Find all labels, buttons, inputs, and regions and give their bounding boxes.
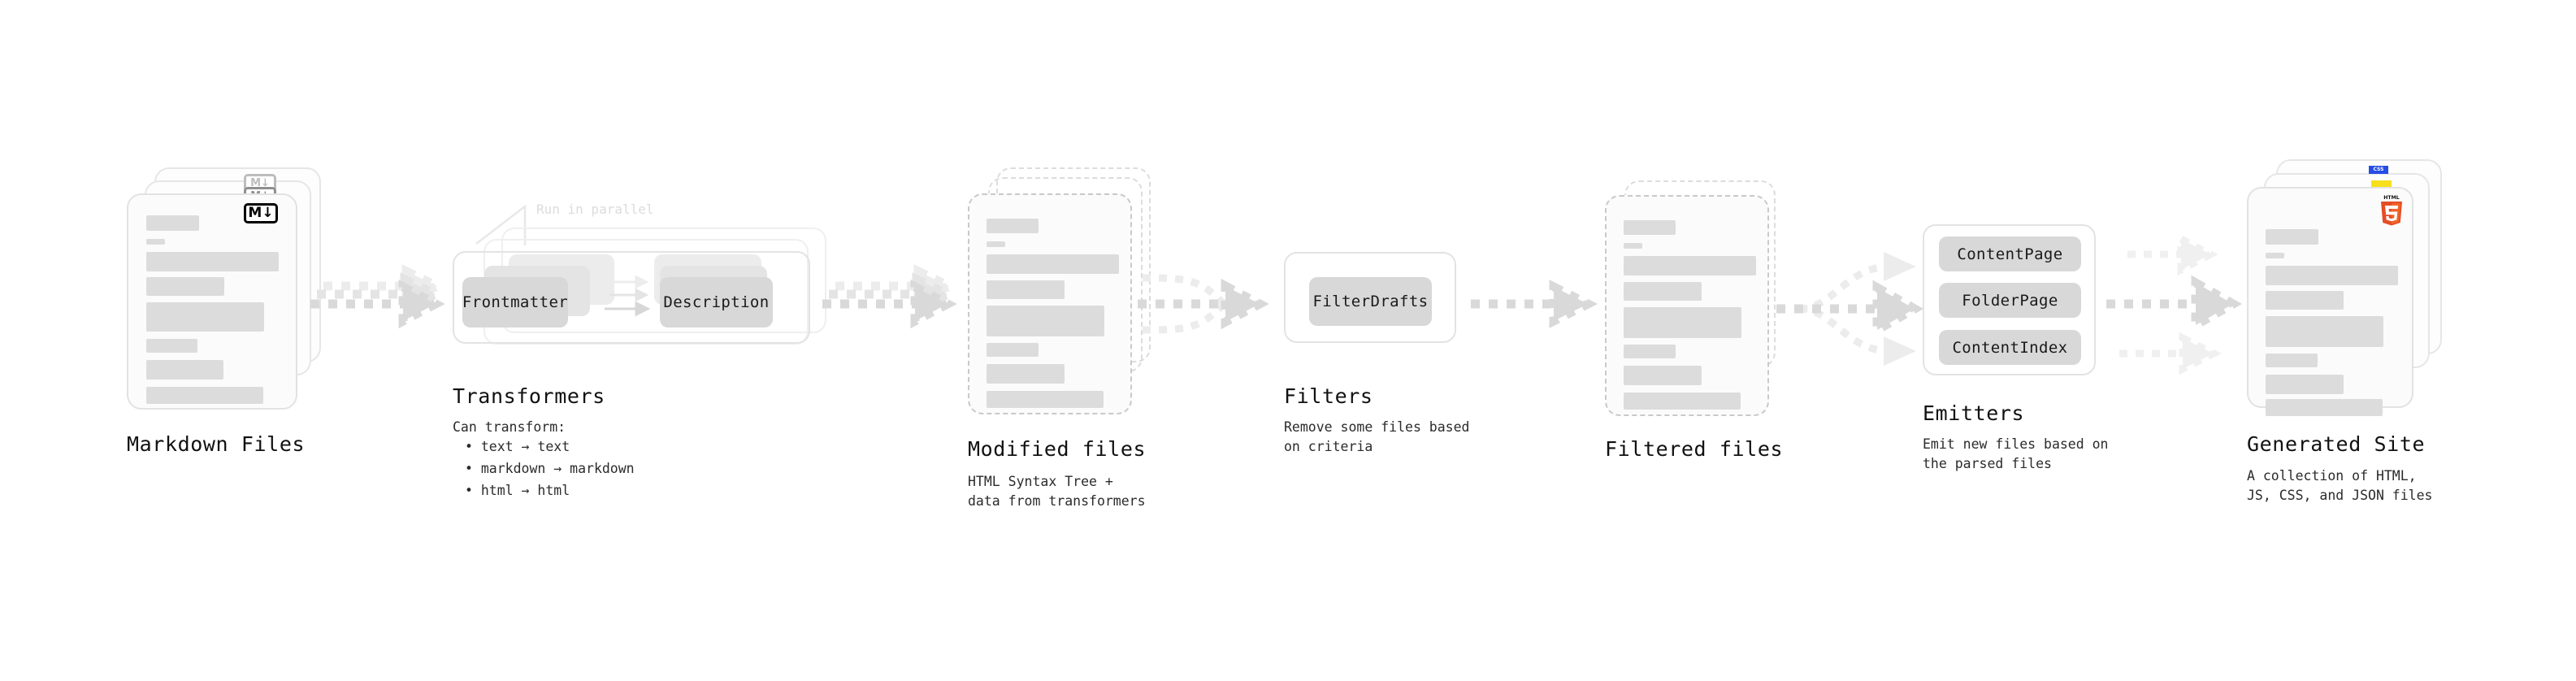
emitter-node-label: ContentIndex <box>1952 338 2068 357</box>
page-title-filters: Filters <box>1284 384 1373 408</box>
filters-subtitle: Remove some files based on criteria <box>1284 419 1470 454</box>
emitter-node-contentindex[interactable]: ContentIndex <box>1939 330 2081 365</box>
page-title-filtered-files: Filtered files <box>1605 437 1784 461</box>
transformers-bullet-2: • html → html <box>465 483 570 498</box>
doc-line <box>1624 256 1756 275</box>
page-title-markdown-files: Markdown Files <box>127 432 306 456</box>
site-doc-front <box>2247 187 2413 416</box>
doc-line <box>987 241 1005 247</box>
filtered-doc-front <box>1605 195 1769 416</box>
emitters-subtitle: Emit new files based on the parsed files <box>1923 436 2109 471</box>
run-in-parallel-note: Run in parallel <box>536 202 654 217</box>
transformer-node-frontmatter[interactable]: Frontmatter <box>462 277 568 327</box>
doc-line <box>2266 266 2398 285</box>
filter-node-label: FilterDrafts <box>1312 293 1429 310</box>
doc-line <box>987 343 1039 357</box>
doc-line <box>1624 243 1642 249</box>
arrow-filtered-to-emitters <box>1776 252 1924 366</box>
doc-line <box>2266 354 2318 367</box>
doc-line <box>2266 375 2344 394</box>
doc-line <box>1624 220 1676 235</box>
page-title-transformers: Transformers <box>453 384 605 408</box>
doc-line <box>987 219 1039 233</box>
doc-line <box>2266 253 2284 258</box>
doc-line <box>987 280 1065 299</box>
emitter-node-contentpage[interactable]: ContentPage <box>1939 236 2081 271</box>
doc-line <box>1624 393 1741 410</box>
run-in-parallel-callout-line <box>475 204 527 245</box>
doc-line <box>987 254 1119 274</box>
doc-line <box>146 387 263 404</box>
doc-line <box>146 215 199 231</box>
arrow-filters-to-filtered <box>1471 280 1598 328</box>
transformer-inner-arrows <box>605 275 651 317</box>
page-title-modified-files: Modified files <box>968 437 1147 461</box>
doc-line <box>987 391 1104 408</box>
doc-line <box>2266 291 2344 310</box>
generated-site-subtitle: A collection of HTML, JS, CSS, and JSON … <box>2247 468 2433 503</box>
transformer-node-label: Description <box>663 293 770 311</box>
doc-line <box>987 306 1104 336</box>
doc-line <box>146 239 165 245</box>
doc-line <box>2266 229 2318 245</box>
modified-files-subtitle: HTML Syntax Tree + data from transformer… <box>968 474 1146 509</box>
markdown-icon: M↓ <box>244 203 278 223</box>
transformer-node-description[interactable]: Description <box>660 277 773 327</box>
doc-line <box>1624 282 1702 301</box>
css3-icon: CSS <box>2369 166 2388 174</box>
doc-line <box>1624 307 1741 338</box>
emitter-node-label: ContentPage <box>1957 245 2063 263</box>
doc-line <box>987 364 1065 384</box>
page-title-generated-site: Generated Site <box>2247 432 2426 456</box>
doc-line <box>146 360 223 380</box>
doc-line <box>1624 345 1676 358</box>
svg-text:HTML: HTML <box>2383 195 2400 201</box>
transformer-node-label: Frontmatter <box>462 293 569 311</box>
transformers-bullet-0: • text → text <box>465 439 570 454</box>
doc-line <box>146 277 224 296</box>
doc-line <box>146 302 264 332</box>
arrow-emitters-to-site <box>2106 232 2243 375</box>
arrow-transformers-to-modified <box>822 264 960 329</box>
doc-line <box>146 252 279 271</box>
transformers-bullet-1: • markdown → markdown <box>465 461 635 476</box>
doc-line <box>2266 316 2383 347</box>
emitter-node-label: FolderPage <box>1962 291 2058 310</box>
doc-line <box>1624 366 1702 385</box>
html5-icon: HTML <box>2381 195 2402 226</box>
transformers-group <box>453 251 810 344</box>
markdown-doc-front <box>127 193 297 410</box>
arrow-markdown-to-transformers <box>310 264 448 329</box>
arrow-modified-to-filters <box>1138 274 1269 334</box>
filter-node-filterdrafts[interactable]: FilterDrafts <box>1309 277 1432 326</box>
page-title-emitters: Emitters <box>1923 401 2025 425</box>
doc-line <box>146 339 197 353</box>
doc-line <box>2266 399 2383 416</box>
emitter-node-folderpage[interactable]: FolderPage <box>1939 283 2081 318</box>
transformers-subtitle: Can transform: <box>453 419 566 435</box>
modified-doc-front <box>968 193 1132 414</box>
